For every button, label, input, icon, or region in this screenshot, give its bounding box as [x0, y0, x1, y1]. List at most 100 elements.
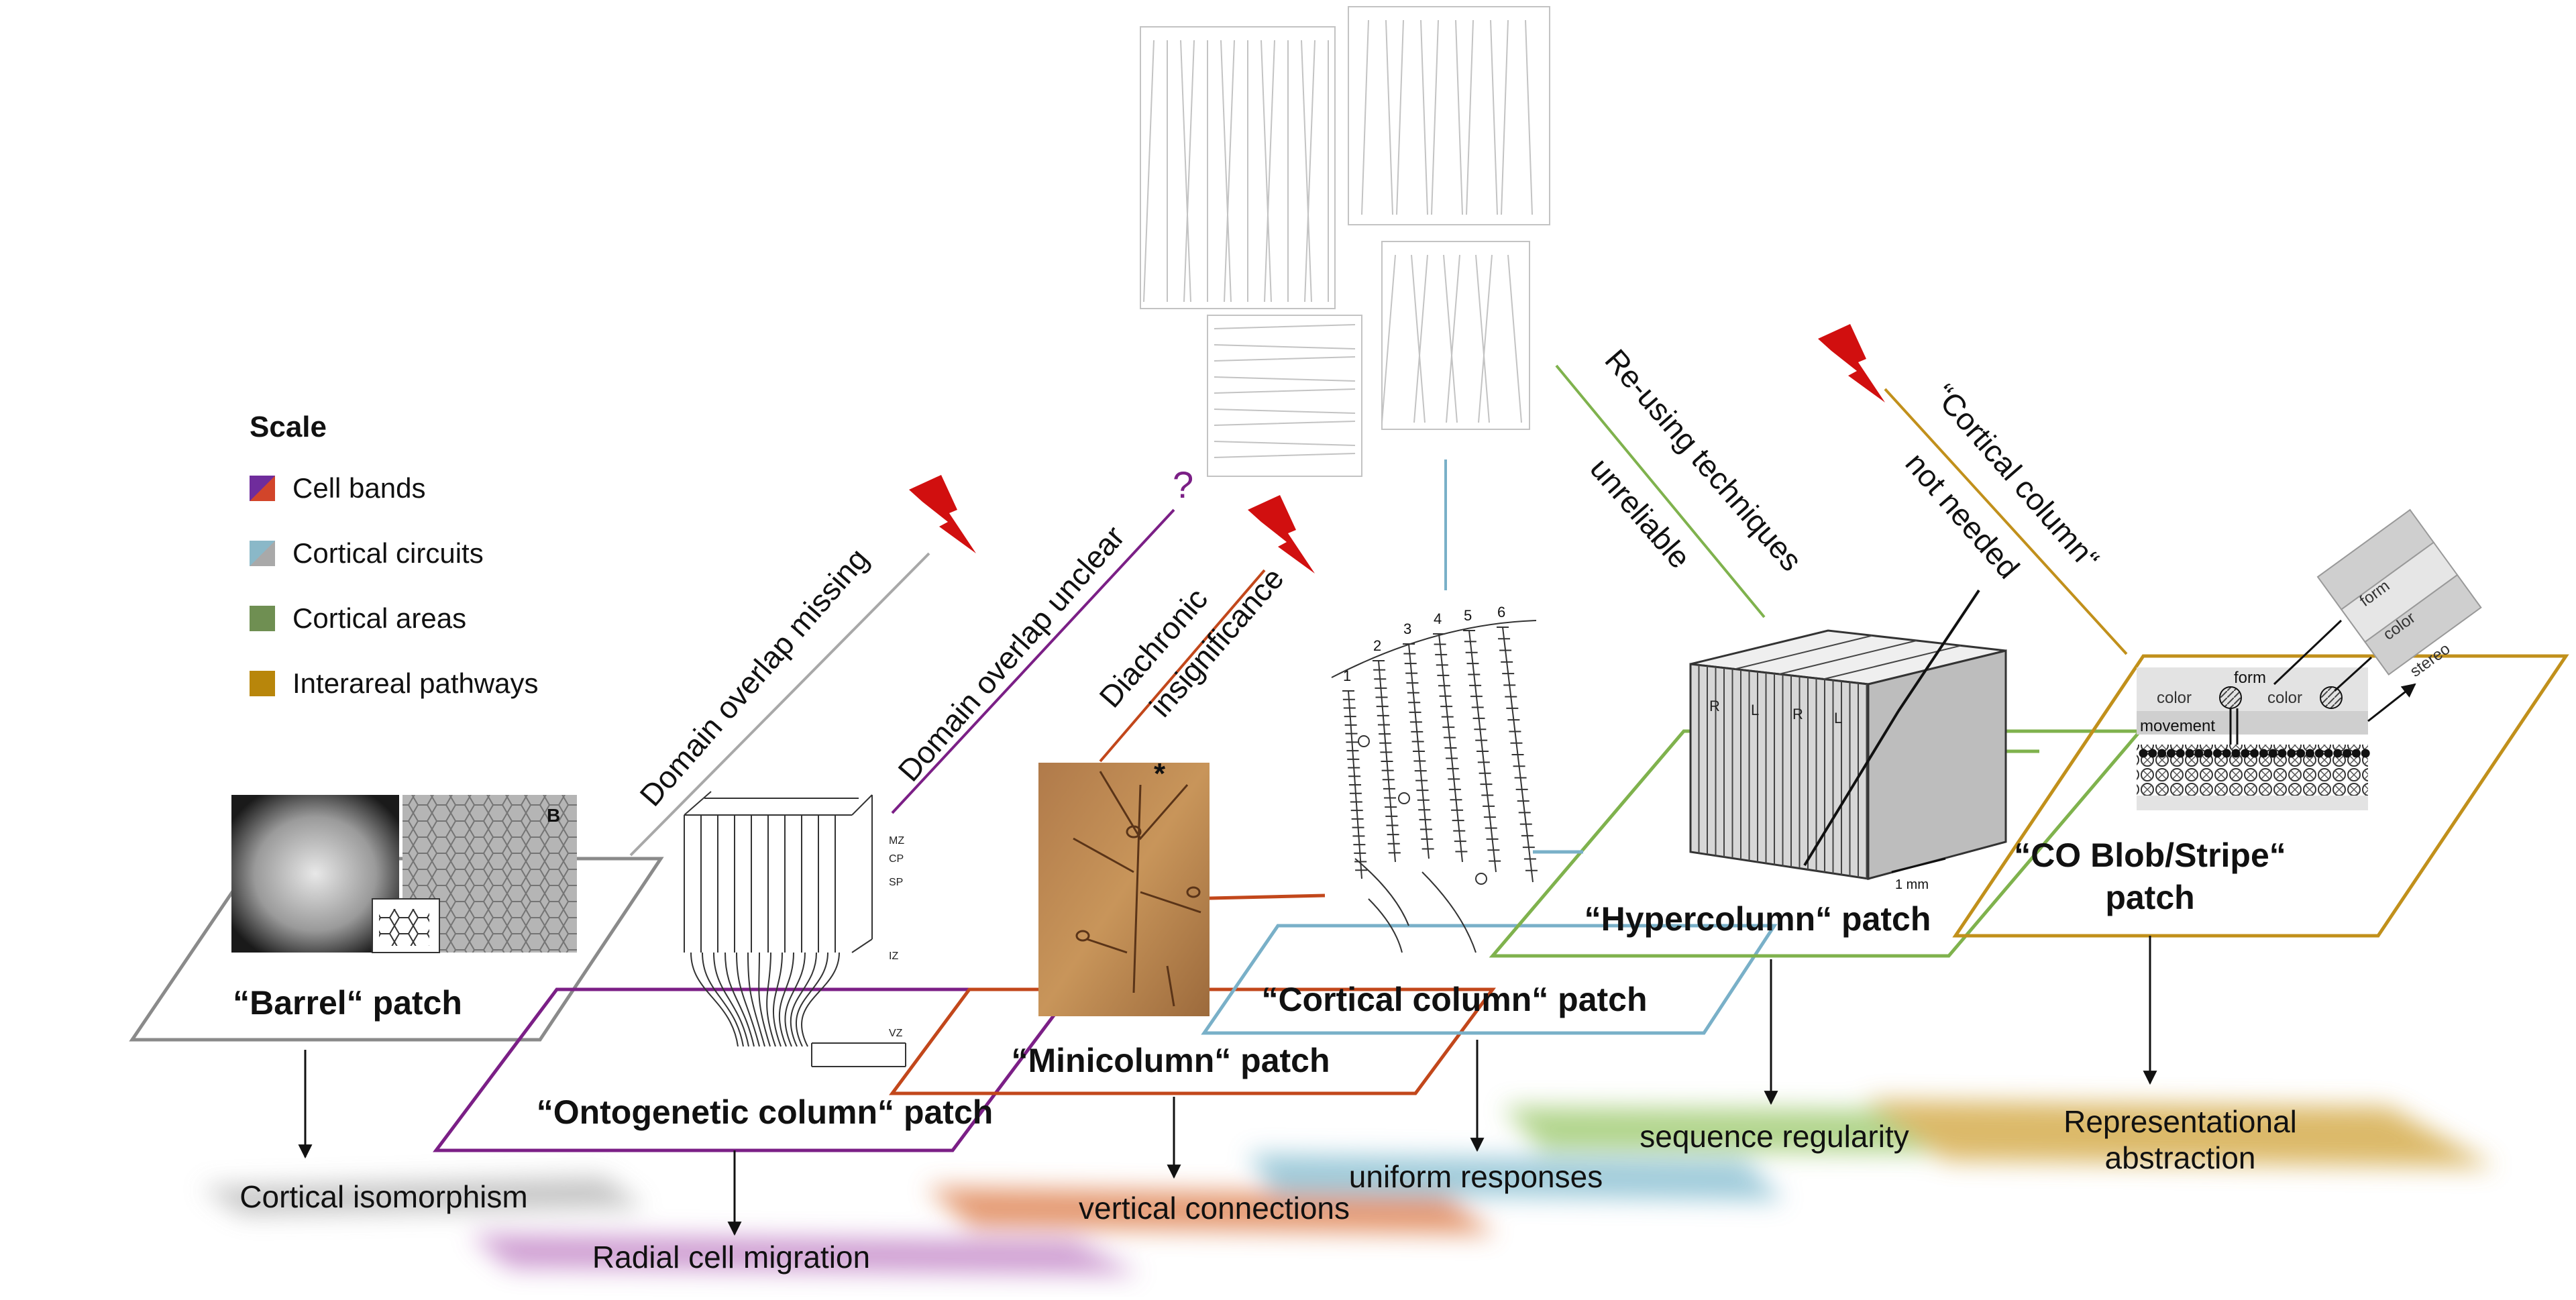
ontogenetic-columns — [684, 791, 873, 953]
coblob-color-1: color — [2157, 689, 2192, 707]
coblob-side-stereo — [2364, 574, 2482, 676]
coblob-dot — [2259, 749, 2268, 758]
coblob-dot — [2194, 749, 2204, 758]
coblob-dot — [2148, 749, 2157, 758]
coblob-form: form — [2234, 669, 2266, 687]
coblob-dot — [2176, 749, 2185, 758]
coblob-connectors — [2229, 708, 2239, 745]
critique-line-hyper — [1555, 364, 1766, 618]
cortical-column-number: 4 — [1434, 610, 1442, 627]
outcome-smears — [201, 1100, 2496, 1275]
coblob-dot — [2139, 749, 2148, 758]
coblob-dot — [2343, 749, 2352, 758]
lightning-bolt-barrel — [909, 475, 976, 553]
cortical-column-figure — [1331, 620, 1538, 953]
faded-cajal-drawings — [1140, 6, 1550, 477]
coblob-blob-2 — [2320, 686, 2343, 709]
coblob-color-2: color — [2267, 689, 2302, 707]
patch-outlines — [129, 654, 2569, 1152]
critique-line-minicolumn — [1099, 569, 1266, 763]
coblob-dot — [2305, 749, 2314, 758]
coblob-layer-bottom — [2137, 762, 2368, 796]
drawing-panel-1 — [1140, 26, 1336, 309]
ontogenetic-layer-label: VZ — [889, 1028, 903, 1039]
legend-label-interareal-pathways: Interareal pathways — [292, 667, 539, 699]
coblob-dot — [2212, 749, 2222, 758]
minicolumn-star: * — [1154, 757, 1166, 790]
cortical-arc — [1331, 620, 1537, 678]
coblob-layer-mid — [2137, 711, 2368, 735]
coblob-dot — [2333, 749, 2343, 758]
coblob-dot — [2231, 749, 2241, 758]
coblob-dot — [2268, 749, 2277, 758]
hypercolumn-scale-label: 1 mm — [1895, 877, 1929, 892]
outcome-arrows — [298, 936, 2157, 1236]
coblob-dot — [2222, 749, 2231, 758]
legend-item-cortical-areas: Cortical areas — [250, 602, 466, 635]
hypercolumn-scale-bar — [1891, 857, 1946, 873]
coblob-dot — [2241, 749, 2250, 758]
smear-barrel — [201, 1177, 644, 1214]
drawing-panel-4 — [1207, 315, 1362, 477]
cortical-column-number: 5 — [1464, 607, 1472, 624]
lightning-bolt-coblob — [1818, 324, 1885, 402]
hypercolumn-figure: 1 mm — [1689, 589, 2007, 892]
hypercolumn-face-label: L — [1751, 702, 1759, 718]
patch-title-minicolumn: “Minicolumn“ patch — [1012, 1042, 1330, 1079]
coblob-base — [2137, 796, 2368, 810]
coblob-dot — [2287, 749, 2296, 758]
hypercolumn-slabs — [1698, 635, 1962, 879]
coblob-dot — [2324, 749, 2333, 758]
patch-title-ontogenetic: “Ontogenetic column“ patch — [537, 1093, 994, 1131]
coblob-black-dots — [2139, 749, 2370, 758]
critique-line-barrel — [629, 552, 930, 857]
coblob-dot — [2166, 749, 2176, 758]
drawing-panel-3 — [1381, 241, 1530, 430]
critique-lines — [629, 364, 2128, 857]
cortical-column-number: 6 — [1497, 604, 1505, 620]
minicolumn-neurons — [1073, 771, 1201, 1007]
minicolumn-photo — [1038, 763, 1210, 1016]
ontogenetic-fibers — [690, 952, 906, 1067]
legend-item-cortical-circuits: Cortical circuits — [250, 537, 484, 570]
critique-hyper-2: unreliable — [1583, 451, 1697, 575]
lightning-bolt-minicolumn — [1248, 495, 1315, 574]
critique-ontogenetic: Domain overlap unclear — [891, 519, 1131, 788]
patch-outline-minicolumn — [889, 987, 1496, 1095]
coblob-dot — [2204, 749, 2213, 758]
smear-ontogenetic — [470, 1234, 1140, 1275]
barrel-inset-hex — [379, 909, 429, 946]
patch-outline-cortical — [1201, 924, 1778, 1035]
ontogenetic-layer-label: SP — [889, 877, 903, 888]
coblob-side-panel — [2316, 508, 2482, 676]
coblob-figure: color form color movement form color ste… — [2137, 508, 2482, 810]
critique-line-ontogenetic — [891, 508, 1175, 814]
ontogenetic-layer-label: MZ — [889, 835, 904, 847]
legend-label-cortical-circuits: Cortical circuits — [292, 537, 484, 569]
patch-outline-barrel — [129, 857, 664, 1042]
coblob-dot — [2296, 749, 2306, 758]
legend-label-cell-bands: Cell bands — [292, 472, 426, 504]
legend-label-cortical-areas: Cortical areas — [292, 602, 467, 634]
smear-coblob — [1865, 1100, 2496, 1167]
coblob-movement: movement — [2140, 717, 2215, 735]
drawing-panel-2 — [1348, 6, 1550, 225]
hypercolumn-face-label: L — [1834, 710, 1842, 726]
legend-title: Scale — [250, 411, 327, 443]
critique-ontogenetic-mark: ? — [1173, 464, 1193, 506]
coblob-dot — [2314, 749, 2324, 758]
outcome-cortical: uniform responses — [1349, 1159, 1603, 1194]
barrel-figure: B — [231, 795, 577, 953]
hypercolumn-face-label: R — [1792, 706, 1803, 722]
hypercolumn-side — [1867, 649, 2007, 880]
barrel-photo-left — [231, 795, 399, 953]
legend-swatch-interareal-pathways — [250, 671, 275, 696]
ontogenetic-figure — [684, 791, 906, 1067]
coblob-dot — [2277, 749, 2287, 758]
coblob-dot — [2185, 749, 2194, 758]
outcome-hyper: sequence regularity — [1640, 1119, 1909, 1154]
patch-title-barrel: “Barrel“ patch — [233, 984, 462, 1022]
